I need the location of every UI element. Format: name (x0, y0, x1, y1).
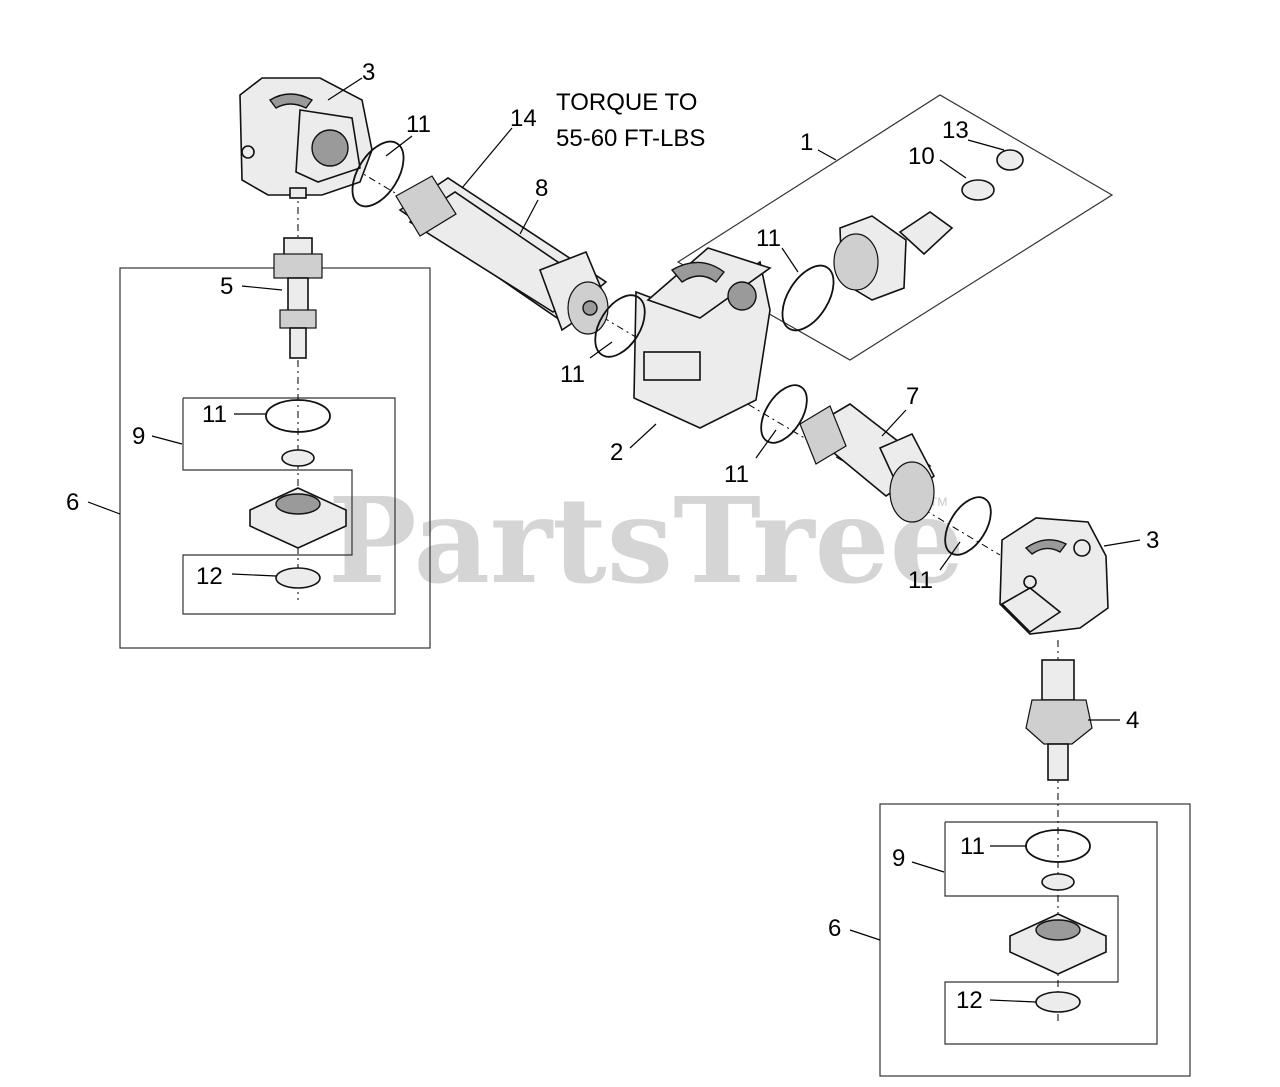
callout-6-left: 6 (66, 489, 79, 516)
torque-note-line2: 55-60 FT-LBS (556, 125, 705, 152)
callout-11-a: 11 (406, 111, 431, 138)
short-drive-tube (799, 403, 936, 523)
gearbox-housing-right (999, 517, 1109, 635)
o-ring-11-c (781, 264, 835, 332)
bearing-flange-right (1009, 873, 1107, 1013)
callout-12-right: 12 (956, 987, 983, 1014)
leader-9-right (911, 861, 945, 873)
leader-6-left (87, 501, 121, 515)
gearbox-housing-top (239, 77, 373, 199)
o-ring-11-d (760, 384, 808, 444)
o-ring-11-e (944, 496, 992, 556)
callout-11-f: 11 (202, 401, 227, 428)
leader-3-top (327, 77, 363, 101)
torque-note-line1: TORQUE TO (556, 89, 697, 116)
leader-11-d (755, 429, 777, 459)
callout-7: 7 (906, 383, 919, 410)
center-gearbox-housing (633, 247, 772, 429)
callout-3-top: 3 (362, 59, 375, 86)
leader-9-left (151, 435, 183, 445)
callout-3-right: 3 (1146, 527, 1159, 554)
assembly-box-9-left (182, 397, 396, 615)
assembly-box-9-right (944, 821, 1158, 1045)
leader-12-left (231, 573, 277, 577)
callout-10: 10 (908, 143, 935, 170)
callout-1: 1 (800, 129, 813, 156)
callout-11-b: 11 (560, 361, 585, 388)
leader-14 (461, 127, 513, 189)
watermark-brand: PartsTree (328, 471, 965, 610)
callout-12-left: 12 (196, 563, 223, 590)
leader-7 (881, 409, 907, 437)
leader-2 (629, 423, 657, 449)
callout-14: 14 (510, 105, 537, 132)
callout-9-right: 9 (892, 845, 905, 872)
leader-12-right (989, 999, 1037, 1003)
leader-5 (241, 285, 283, 291)
leader-11-c (781, 247, 799, 273)
o-ring-11-f (265, 399, 331, 433)
callout-6-right: 6 (828, 915, 841, 942)
leader-13 (967, 139, 1005, 151)
o-ring-11-a (351, 140, 405, 208)
leader-1 (817, 149, 837, 161)
callout-11-e: 11 (908, 567, 933, 594)
callout-5: 5 (220, 273, 233, 300)
pinion-shaft-5 (273, 237, 323, 359)
callout-11-d: 11 (724, 461, 749, 488)
callout-8: 8 (535, 175, 548, 202)
o-ring-11-b (594, 294, 646, 358)
leader-11-a (385, 135, 413, 157)
bearing-flange-left (249, 449, 347, 589)
leader-8 (519, 199, 539, 235)
leader-11-e (939, 541, 961, 571)
callout-4: 4 (1126, 707, 1139, 734)
watermark-trademark: TM (930, 495, 947, 509)
assembly-box-part-1 (676, 94, 1114, 361)
input-shaft-assembly (833, 149, 1024, 301)
drive-tube-assembly (395, 175, 609, 335)
callout-9-left: 9 (132, 423, 145, 450)
callout-13: 13 (942, 117, 969, 144)
leader-10 (939, 159, 967, 179)
leader-11-b (589, 341, 613, 359)
leader-6-right (849, 929, 881, 941)
callout-2: 2 (610, 439, 623, 466)
leader-3-right (1103, 539, 1141, 547)
bevel-gear-shaft-4 (1025, 659, 1093, 781)
callout-11-g: 11 (960, 833, 985, 860)
callout-11-c: 11 (756, 225, 781, 252)
